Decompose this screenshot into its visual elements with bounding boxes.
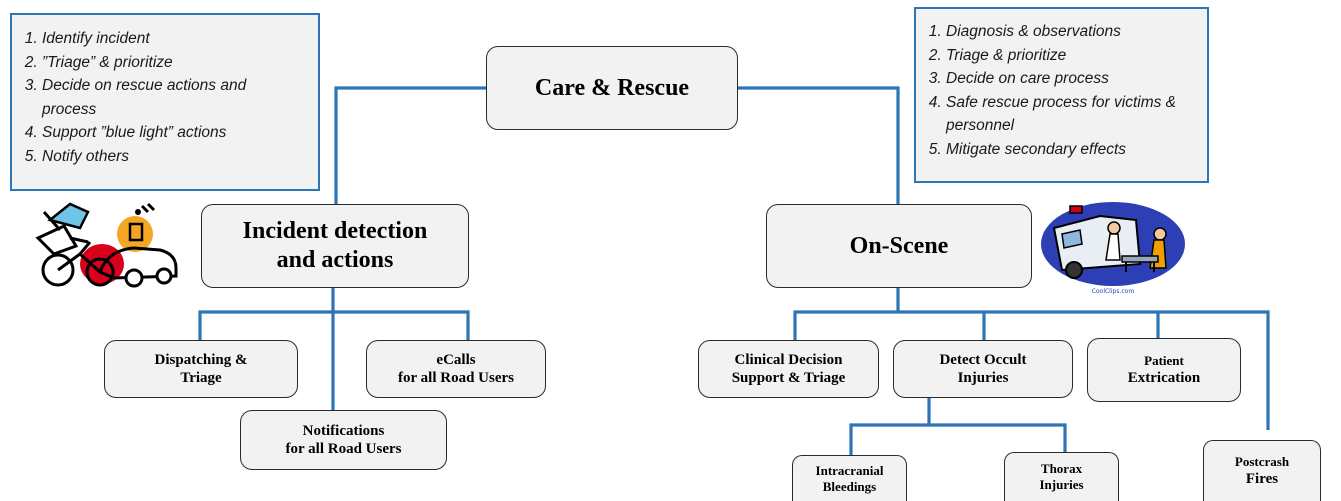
intracranial-line2: Bleedings [822, 478, 877, 494]
node-thorax-injuries: Thorax Injuries [1004, 452, 1119, 501]
node-incident-detection: Incident detection and actions [201, 204, 469, 288]
onscene-task-item: Diagnosis & observations [946, 20, 1203, 44]
incident-task-item: Decide on rescue actions and process [42, 74, 304, 121]
clinical-line1: Clinical Decision [734, 352, 843, 368]
incident-task-item: Notify others [42, 145, 312, 169]
crash-clipart-icon [35, 202, 178, 288]
onscene-task-item: Triage & prioritize [946, 44, 1203, 68]
incident-task-item: Support ”blue light” actions [42, 121, 312, 145]
occult-line2: Injuries [957, 370, 1009, 386]
thorax-line1: Thorax [1040, 461, 1083, 477]
incident-task-item: ”Triage” & prioritize [42, 51, 312, 75]
node-patient-extrication: Patient Extrication [1087, 338, 1241, 402]
connector-root-incident [334, 86, 486, 204]
dispatching-line2: Triage [180, 370, 222, 386]
fires-line2: Fires [1245, 470, 1279, 487]
occult-line1: Detect Occult [939, 352, 1027, 368]
notifications-line1: Notifications [302, 423, 385, 439]
onscene-label: On-Scene [849, 232, 949, 259]
node-on-scene: On-Scene [766, 204, 1032, 288]
onscene-task-item: Decide on care process [946, 67, 1203, 91]
dispatching-line1: Dispatching & [154, 352, 248, 368]
connector-root-onscene [738, 86, 900, 204]
root-label: Care & Rescue [534, 74, 690, 101]
thorax-line2: Injuries [1039, 477, 1084, 492]
intracranial-line1: Intracranial [815, 462, 884, 478]
connector-occult-children [849, 397, 1067, 455]
extrication-line1: Patient [1144, 353, 1184, 369]
node-clinical-decision: Clinical Decision Support & Triage [698, 340, 879, 398]
clinical-line2: Support & Triage [731, 370, 846, 386]
connector-onscene-children [793, 288, 1270, 430]
extrication-line2: Extrication [1127, 369, 1201, 386]
incident-label-line2: and actions [276, 247, 394, 273]
ecalls-line1: eCalls [436, 352, 476, 368]
incident-label-line1: Incident detection [242, 218, 428, 245]
onscene-task-item: Mitigate secondary effects [946, 138, 1203, 162]
node-postcrash-fires: Postcrash Fires [1203, 440, 1321, 501]
ecalls-line2: for all Road Users [398, 370, 514, 386]
node-dispatching-triage: Dispatching & Triage [104, 340, 298, 398]
connector-incident-children [198, 288, 470, 340]
node-intracranial-bleedings: Intracranial Bleedings [792, 455, 907, 501]
clipart-caption: CoolClips.com [1092, 288, 1135, 295]
node-notifications: Notifications for all Road Users [240, 410, 447, 470]
fires-line1: Postcrash [1234, 454, 1290, 470]
notifications-line2: for all Road Users [285, 441, 402, 457]
node-detect-occult-injuries: Detect Occult Injuries [893, 340, 1073, 398]
ambulance-clipart-icon: CoolClips.com [1041, 202, 1185, 295]
onscene-task-list: Diagnosis & observations Triage & priori… [914, 7, 1209, 183]
onscene-task-item: Safe rescue process for victims & person… [946, 91, 1176, 138]
incident-task-item: Identify incident [42, 27, 312, 51]
incident-task-list: Identify incident ”Triage” & prioritize … [10, 13, 320, 191]
node-ecalls: eCalls for all Road Users [366, 340, 546, 398]
root-node-care-rescue: Care & Rescue [486, 46, 738, 130]
